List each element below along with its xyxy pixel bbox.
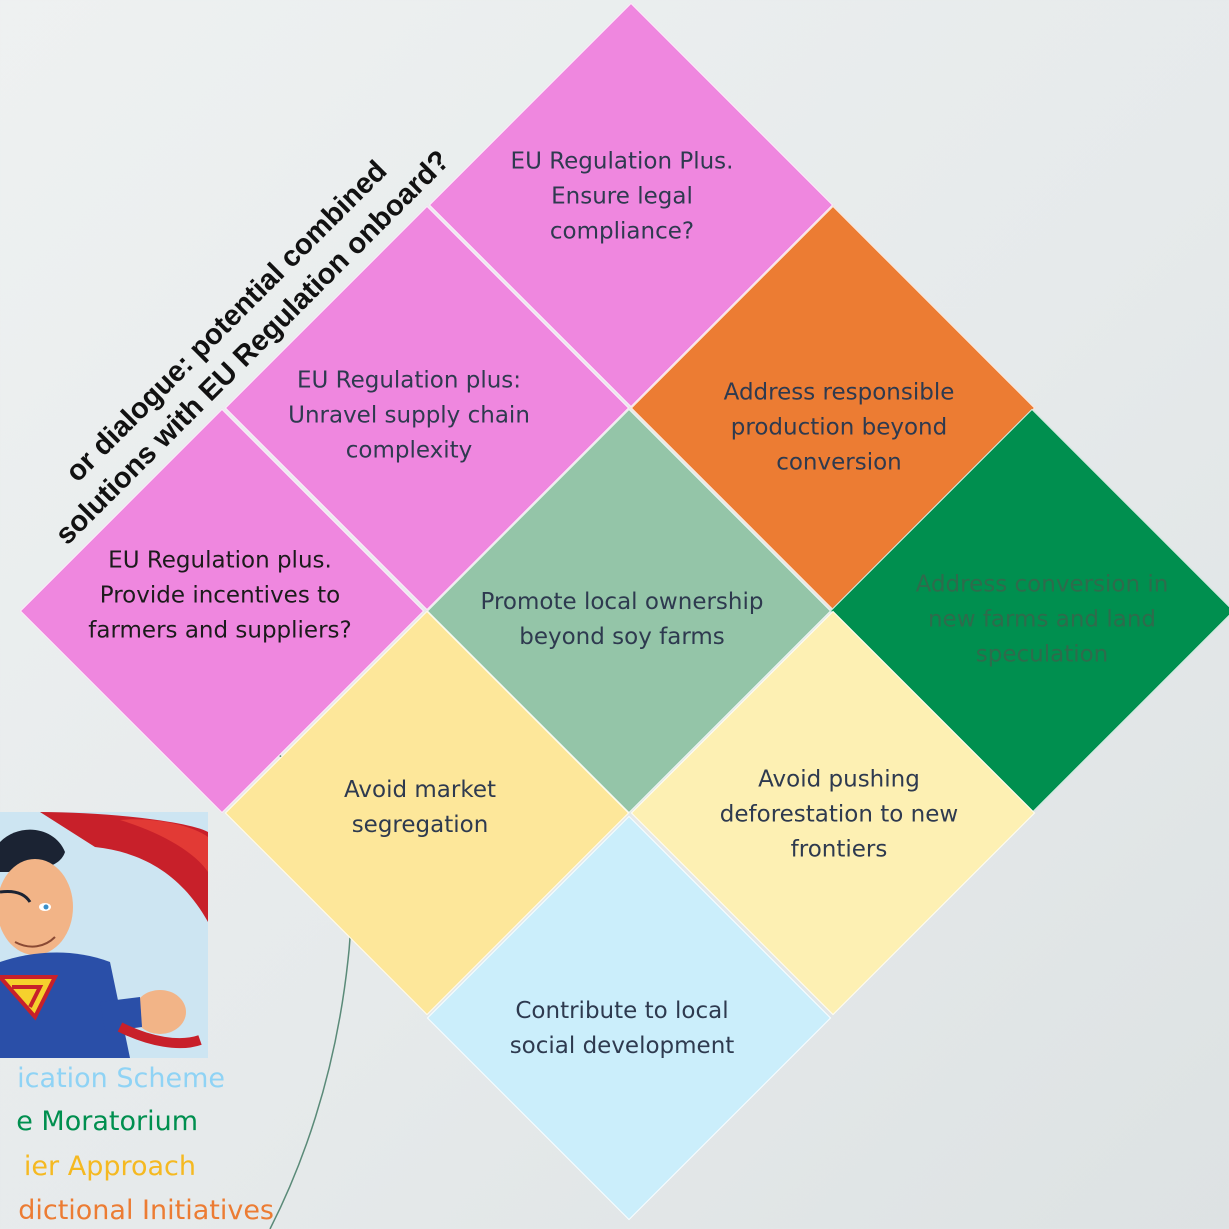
- legend-item-initiatives: dictional Initiatives: [18, 1195, 274, 1226]
- tile-label-left: EU Regulation plus. Provide incentives t…: [88, 547, 352, 644]
- tile-label-upper-left: EU Regulation plus: Unravel supply chain…: [288, 367, 530, 464]
- tile-label-lower-left: Avoid market segregation: [344, 777, 496, 838]
- tile-label-right: Address conversion in new farms and land…: [915, 571, 1169, 668]
- legend-item-approach: ier Approach: [23, 1151, 196, 1182]
- legend-item-moratorium: e Moratorium: [16, 1106, 198, 1137]
- tile-label-upper-right: Address responsible production beyond co…: [723, 379, 955, 476]
- legend-item-certification: ication Scheme: [17, 1063, 225, 1094]
- tile-label-lower-right: Avoid pushing deforestation to new front…: [719, 766, 959, 863]
- superhero-drawing: [0, 812, 208, 1058]
- tile-label-top: EU Regulation Plus. Ensure legal complia…: [510, 148, 734, 245]
- superhero-illustration: [0, 812, 208, 1058]
- tile-label-center: Promote local ownership beyond soy farms: [480, 589, 764, 650]
- tile-label-bottom: Contribute to local social development: [509, 998, 735, 1059]
